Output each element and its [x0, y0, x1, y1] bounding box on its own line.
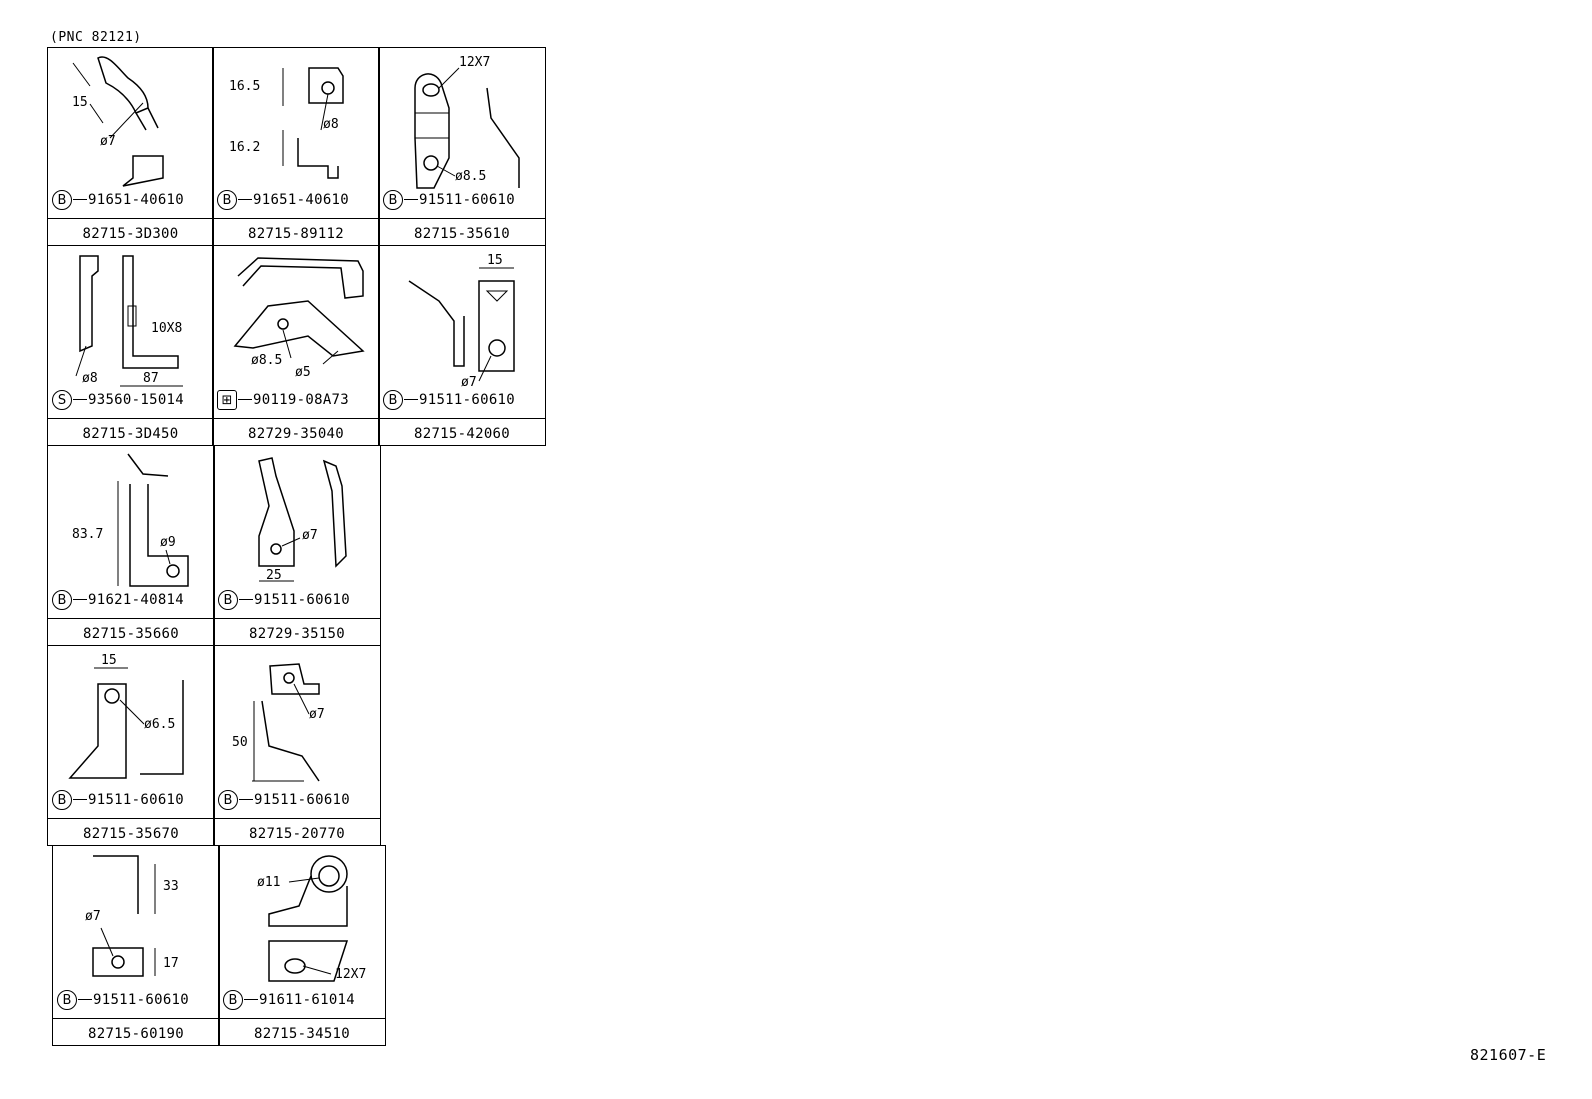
- fastener-number[interactable]: 91511-60610: [419, 191, 516, 208]
- fastener-number[interactable]: 90119-08A73: [253, 391, 350, 408]
- part-number[interactable]: 82715-35670: [82, 826, 180, 842]
- part-cell[interactable]: 16.5 ø8 16.2 B 91651-40610 82715-89112: [212, 47, 380, 246]
- bracket-diagram: 33 ø7 17: [85, 855, 179, 977]
- part-number[interactable]: 82715-3D450: [82, 426, 179, 442]
- dim-label: ø8.5: [455, 169, 486, 184]
- fastener-number[interactable]: 91511-60610: [419, 391, 516, 408]
- dim-label: ø7: [100, 134, 116, 149]
- dim-label: 15: [72, 95, 88, 110]
- dim-label: ø7: [302, 528, 318, 543]
- dim-label: 83.7: [72, 527, 103, 542]
- part-cell[interactable]: 15 ø7 B 91651-40610 82715-3D300: [47, 47, 214, 246]
- fastener-symbol: S: [52, 389, 72, 410]
- part-number[interactable]: 82729-35150: [248, 626, 346, 642]
- dim-label: 15: [487, 253, 503, 268]
- dim-label: 12X7: [459, 55, 490, 70]
- fastener-number[interactable]: 91651-40610: [253, 191, 350, 208]
- dim-label: ø8.5: [251, 353, 282, 368]
- part-number[interactable]: 82729-35040: [247, 426, 345, 442]
- fastener-symbol: B: [52, 189, 72, 210]
- fastener-symbol: B: [218, 589, 238, 610]
- dim-label: 33: [163, 879, 179, 894]
- bracket-diagram: 10X8 ø8 87: [75, 255, 183, 387]
- fastener-symbol: B: [57, 989, 77, 1010]
- bracket-diagram: 12X7 ø8.5: [414, 55, 520, 189]
- part-number[interactable]: 82715-35660: [82, 626, 180, 642]
- bolt-icon: ⊞: [217, 389, 237, 410]
- dim-label: 15: [101, 653, 117, 668]
- part-cell[interactable]: ø8.5 ø5 ⊞ 90119-08A73 82729-35040: [212, 245, 380, 446]
- part-cell[interactable]: 33 ø7 17 B 91511-60610 82715-60190: [52, 845, 220, 1046]
- fastener-number[interactable]: 91511-60610: [254, 791, 351, 808]
- bracket-diagram: 15 ø7: [408, 253, 515, 390]
- fastener-number[interactable]: 91511-60610: [93, 991, 190, 1008]
- dim-label: ø6.5: [144, 717, 175, 732]
- fastener-number[interactable]: 91511-60610: [88, 791, 185, 808]
- drawing-id: 821607-E: [1470, 1046, 1547, 1064]
- fastener-symbol: B: [52, 589, 72, 610]
- part-number[interactable]: 82715-3D300: [82, 226, 179, 242]
- fastener-number[interactable]: 91611-61014: [259, 991, 356, 1008]
- dim-label: 16.2: [229, 140, 260, 155]
- part-number[interactable]: 82715-35610: [413, 226, 511, 242]
- bracket-diagram: 16.5 ø8 16.2: [229, 67, 344, 179]
- dim-label: ø7: [85, 909, 101, 924]
- dim-label: 17: [163, 956, 179, 971]
- dim-label: ø11: [257, 875, 280, 890]
- part-cell[interactable]: ø11 12X7 B 91611-61014 82715-34510: [218, 845, 386, 1046]
- fastener-symbol: B: [52, 789, 72, 810]
- part-number[interactable]: 82715-42060: [413, 426, 511, 442]
- dim-label: ø7: [309, 707, 325, 722]
- dim-label: 25: [266, 568, 282, 583]
- fastener-number[interactable]: 91511-60610: [254, 591, 351, 608]
- dim-label: ø8: [323, 117, 339, 132]
- dim-label: ø9: [160, 535, 176, 550]
- bracket-diagram: ø7 25: [258, 457, 347, 583]
- dim-label: 10X8: [151, 321, 182, 336]
- part-cell[interactable]: ø7 50 B 91511-60610 82715-20770: [213, 645, 381, 846]
- bracket-diagram: ø7 50: [232, 663, 325, 782]
- part-cell[interactable]: 83.7 ø9 B 91621-40814 82715-35660: [47, 445, 215, 646]
- fastener-symbol: B: [383, 389, 403, 410]
- dim-label: ø7: [461, 375, 477, 390]
- dim-label: 87: [143, 371, 159, 386]
- fastener-number[interactable]: 93560-15014: [88, 391, 185, 408]
- fastener-symbol: B: [383, 189, 403, 210]
- part-cell[interactable]: 12X7 ø8.5 B 91511-60610 82715-35610: [378, 47, 546, 246]
- bracket-diagram: 15 ø7: [72, 56, 164, 187]
- dim-label: 50: [232, 735, 248, 750]
- dim-label: ø5: [295, 365, 311, 380]
- pnc-reference: (PNC 82121): [50, 30, 142, 45]
- part-cell[interactable]: 15 ø6.5 B 91511-60610 82715-35670: [47, 645, 215, 846]
- fastener-number[interactable]: 91621-40814: [88, 591, 185, 608]
- part-number[interactable]: 82715-34510: [253, 1026, 351, 1042]
- part-number[interactable]: 82715-20770: [248, 826, 346, 842]
- fastener-symbol: B: [217, 189, 237, 210]
- part-number[interactable]: 82715-60190: [87, 1026, 185, 1042]
- part-cell[interactable]: 15 ø7 B 91511-60610 82715-42060: [378, 245, 546, 446]
- dim-label: 12X7: [335, 967, 366, 982]
- bracket-diagram: ø8.5 ø5: [233, 257, 365, 380]
- fastener-number[interactable]: 91651-40610: [88, 191, 185, 208]
- dim-label: ø8: [82, 371, 98, 386]
- fastener-symbol: B: [218, 789, 238, 810]
- dim-label: 16.5: [229, 79, 260, 94]
- bracket-diagram: 15 ø6.5: [68, 653, 184, 779]
- bracket-diagram: ø11 12X7: [257, 855, 366, 982]
- bracket-diagram: 83.7 ø9: [72, 453, 189, 587]
- part-number[interactable]: 82715-89112: [247, 226, 345, 242]
- fastener-symbol: B: [223, 989, 243, 1010]
- part-cell[interactable]: 10X8 ø8 87 S 93560-15014 82715-3D450: [47, 245, 214, 446]
- part-cell[interactable]: ø7 25 B 91511-60610 82729-35150: [213, 445, 381, 646]
